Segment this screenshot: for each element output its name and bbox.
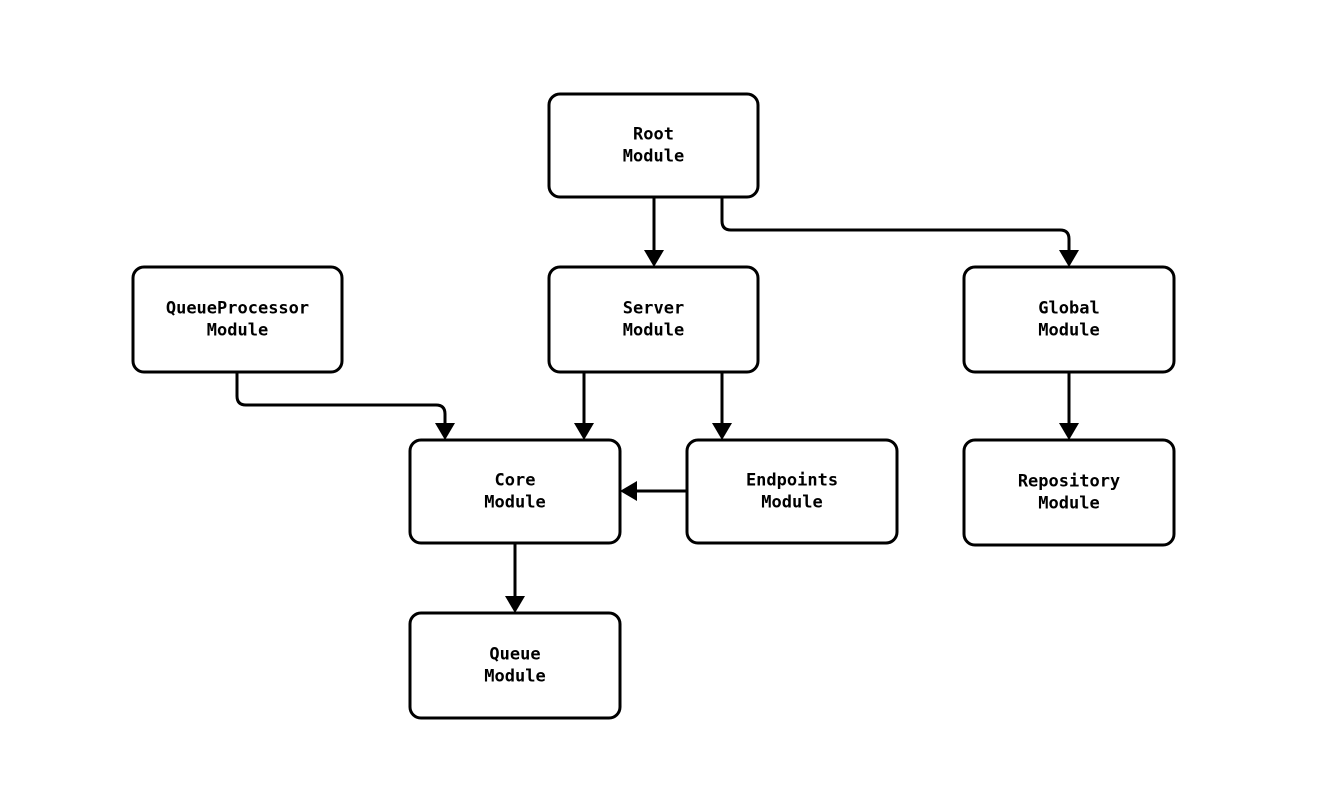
node-label-line1: Global (1038, 299, 1099, 319)
arrow-head-down (435, 423, 455, 440)
edge-root-to-global (720, 197, 1079, 267)
arrow-head-down (644, 250, 664, 267)
arrow-head-down (1059, 423, 1079, 440)
edge-server-to-core (574, 372, 594, 440)
node-box[interactable] (547, 92, 760, 199)
node-box[interactable] (408, 438, 622, 545)
node-label-line2: Module (1038, 494, 1099, 514)
node-label-line1: Queue (489, 645, 540, 665)
edge-global-to-repository (1059, 372, 1079, 440)
edge-endpoints-to-core (620, 481, 687, 501)
arrow-head-left (620, 481, 637, 501)
edge-line (720, 197, 1071, 252)
arrow-head-down (712, 423, 732, 440)
node-label-line1: Endpoints (746, 471, 838, 491)
node-label-line2: Module (761, 493, 822, 513)
node-label-line1: Repository (1018, 472, 1120, 492)
arrow-head-down (1059, 250, 1079, 267)
node-label-line2: Module (1038, 321, 1099, 341)
node-label-line1: Server (623, 299, 684, 319)
node-label-line2: Module (484, 493, 545, 513)
nodes-layer: RootModuleQueueProcessorModuleServerModu… (131, 92, 1176, 720)
node-box[interactable] (685, 438, 899, 545)
node-label-line2: Module (207, 321, 268, 341)
node-box[interactable] (547, 265, 760, 374)
arrow-head-down (505, 596, 525, 613)
edge-queueprocessor-to-core (235, 372, 455, 440)
node-label-line2: Module (484, 667, 545, 687)
node-label-line1: QueueProcessor (166, 299, 309, 319)
node-label-line1: Root (633, 125, 674, 145)
edges-layer (235, 197, 1079, 613)
node-label-line1: Core (495, 471, 536, 491)
node-label-line2: Module (623, 147, 684, 167)
node-label-line2: Module (623, 321, 684, 341)
edge-line (235, 372, 447, 425)
node-box[interactable] (131, 265, 344, 374)
node-box[interactable] (962, 438, 1176, 547)
node-box[interactable] (408, 611, 622, 720)
node-box[interactable] (962, 265, 1176, 374)
edge-server-to-endpoints (712, 372, 732, 440)
edge-root-to-server (644, 197, 664, 267)
arrow-head-down (574, 423, 594, 440)
edge-core-to-queue (505, 543, 525, 613)
